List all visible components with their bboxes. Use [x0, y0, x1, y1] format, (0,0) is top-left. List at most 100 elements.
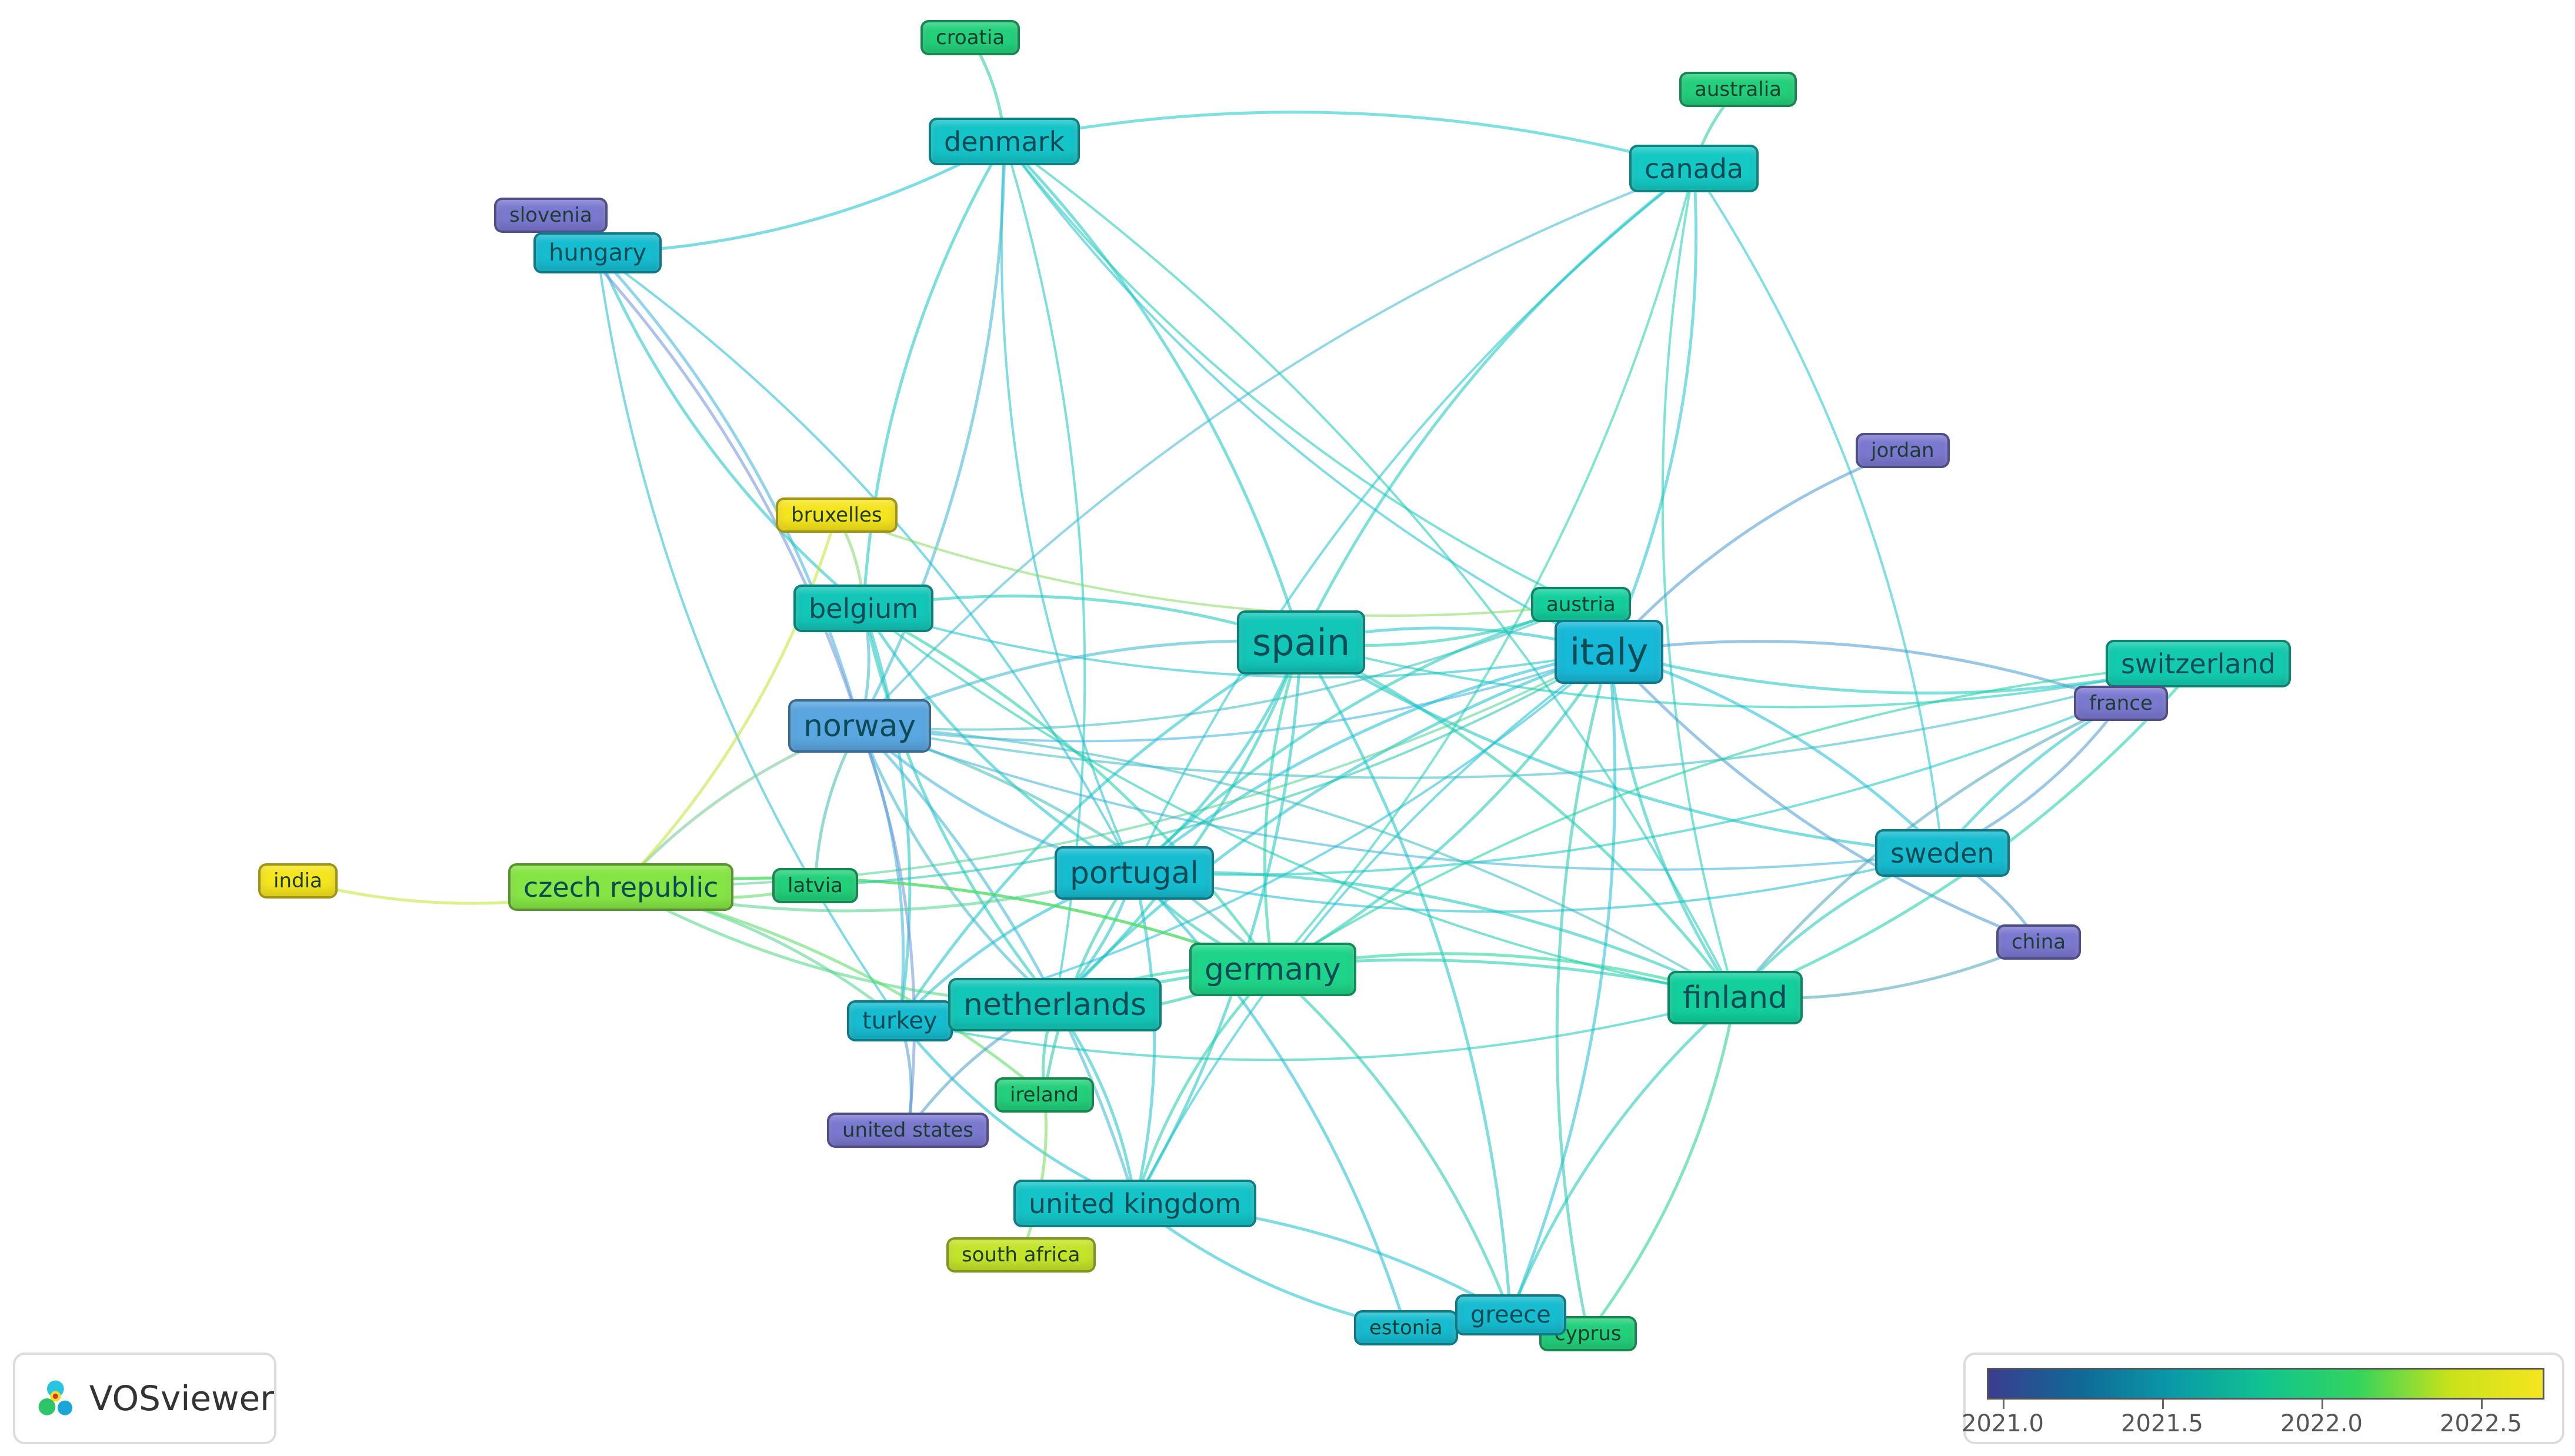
link-canada-finland — [1661, 167, 1736, 999]
link-austria-norway — [859, 603, 1582, 731]
link-canada-italy — [1607, 166, 1698, 653]
node-label: greece — [1470, 1301, 1551, 1328]
node-label: netherlands — [963, 987, 1147, 1023]
link-latvia-italy — [814, 650, 1610, 887]
node-czech-republic[interactable]: czech republic — [508, 863, 734, 911]
node-sweden[interactable]: sweden — [1875, 829, 2010, 877]
color-scale-tick — [2162, 1400, 2164, 1409]
vosviewer-logo-icon — [38, 1380, 73, 1415]
node-jordan[interactable]: jordan — [1856, 433, 1950, 468]
link-norway-netherlands — [858, 724, 1057, 1006]
link-norway-sweden — [859, 724, 1943, 871]
node-canada[interactable]: canada — [1629, 145, 1759, 192]
link-portugal-finland — [1132, 870, 1737, 999]
node-label: united states — [842, 1118, 974, 1142]
link-belgium-italy — [862, 607, 1610, 679]
link-spain-switzerland — [1300, 641, 2200, 709]
node-turkey[interactable]: turkey — [847, 1000, 953, 1041]
link-finland-greece — [1509, 996, 1737, 1317]
node-china[interactable]: china — [1996, 924, 2082, 960]
node-label: china — [2012, 930, 2066, 954]
node-austria[interactable]: austria — [1531, 587, 1631, 622]
link-estonia-portugal — [1132, 871, 1407, 1330]
node-label: canada — [1645, 152, 1744, 185]
link-canada-sweden — [1693, 167, 1943, 854]
link-italy-netherlands — [1053, 650, 1611, 1006]
node-bruxelles[interactable]: bruxelles — [776, 497, 898, 533]
link-denmark-spain — [1003, 139, 1303, 644]
node-france[interactable]: france — [2074, 686, 2168, 721]
node-label: czech republic — [523, 871, 719, 903]
node-label: portugal — [1070, 855, 1199, 891]
node-spain[interactable]: spain — [1237, 610, 1366, 674]
link-norway-united-kingdom — [858, 724, 1137, 1205]
node-switzerland[interactable]: switzerland — [2106, 640, 2292, 687]
link-denmark-canada — [1003, 111, 1696, 170]
link-portugal-united-kingdom — [1132, 871, 1156, 1205]
vosviewer-logo[interactable]: VOSviewer — [13, 1353, 276, 1444]
link-finland-cyprus — [1586, 996, 1737, 1335]
node-label: united kingdom — [1029, 1187, 1242, 1220]
node-germany[interactable]: germany — [1189, 943, 1356, 996]
link-finland-turkey — [899, 996, 1736, 1061]
node-label: denmark — [944, 125, 1065, 158]
link-italy-china — [1607, 650, 2040, 944]
node-portugal[interactable]: portugal — [1055, 846, 1214, 900]
node-label: switzerland — [2121, 647, 2276, 680]
node-india[interactable]: india — [258, 863, 338, 899]
node-united-kingdom[interactable]: united kingdom — [1013, 1180, 1257, 1227]
vosviewer-logo-text: VOSviewer — [89, 1378, 274, 1418]
link-denmark-belgium — [862, 139, 1006, 610]
node-label: austria — [1546, 593, 1616, 616]
node-italy[interactable]: italy — [1555, 620, 1664, 684]
node-greece[interactable]: greece — [1455, 1294, 1566, 1335]
node-croatia[interactable]: croatia — [920, 20, 1020, 55]
node-label: australia — [1695, 78, 1782, 101]
color-scale-tick — [2321, 1400, 2323, 1409]
node-australia[interactable]: australia — [1679, 72, 1797, 107]
node-south-africa[interactable]: south africa — [946, 1237, 1096, 1273]
color-scale-tick-label: 2022.5 — [2440, 1410, 2522, 1437]
link-canada-germany — [1272, 167, 1695, 970]
node-norway[interactable]: norway — [788, 699, 932, 753]
node-label: bruxelles — [791, 503, 882, 527]
link-belgium-portugal — [862, 606, 1136, 874]
node-estonia[interactable]: estonia — [1354, 1310, 1458, 1345]
node-label: croatia — [936, 26, 1005, 49]
link-cyprus-italy — [1555, 650, 1611, 1335]
link-belgium-netherlands — [862, 606, 1057, 1006]
node-finland[interactable]: finland — [1667, 971, 1803, 1024]
node-label: latvia — [788, 874, 843, 897]
link-austria-portugal — [1132, 603, 1583, 874]
link-switzerland-germany — [1272, 662, 2200, 970]
node-latvia[interactable]: latvia — [772, 868, 859, 903]
link-canada-norway — [859, 167, 1695, 727]
node-denmark[interactable]: denmark — [929, 118, 1080, 165]
node-label: jordan — [1871, 439, 1934, 462]
node-label: turkey — [862, 1007, 938, 1034]
node-netherlands[interactable]: netherlands — [948, 978, 1162, 1031]
link-ireland-south-africa — [1019, 1093, 1048, 1257]
node-slovenia[interactable]: slovenia — [494, 198, 608, 233]
link-italy-finland — [1607, 650, 1737, 999]
link-portugal-sweden — [1133, 851, 1943, 913]
node-label: france — [2089, 692, 2153, 715]
link-italy-france — [1607, 640, 2123, 705]
node-united-states[interactable]: united states — [827, 1113, 989, 1148]
node-ireland[interactable]: ireland — [995, 1077, 1095, 1113]
node-hungary[interactable]: hungary — [533, 232, 662, 273]
link-spain-sweden — [1299, 640, 1944, 854]
node-label: germany — [1205, 951, 1341, 987]
link-czech-republic-bruxelles — [619, 513, 838, 889]
link-italy-portugal — [1132, 650, 1611, 874]
node-label: estonia — [1369, 1316, 1443, 1340]
link-hungary-belgium — [596, 251, 865, 610]
link-hungary-turkey — [596, 252, 901, 1022]
link-hungary-portugal — [596, 252, 1135, 874]
link-spain-united-kingdom — [1133, 640, 1303, 1205]
node-belgium[interactable]: belgium — [793, 585, 934, 632]
link-italy-greece — [1509, 650, 1617, 1317]
link-switzerland-portugal — [1133, 662, 2200, 876]
